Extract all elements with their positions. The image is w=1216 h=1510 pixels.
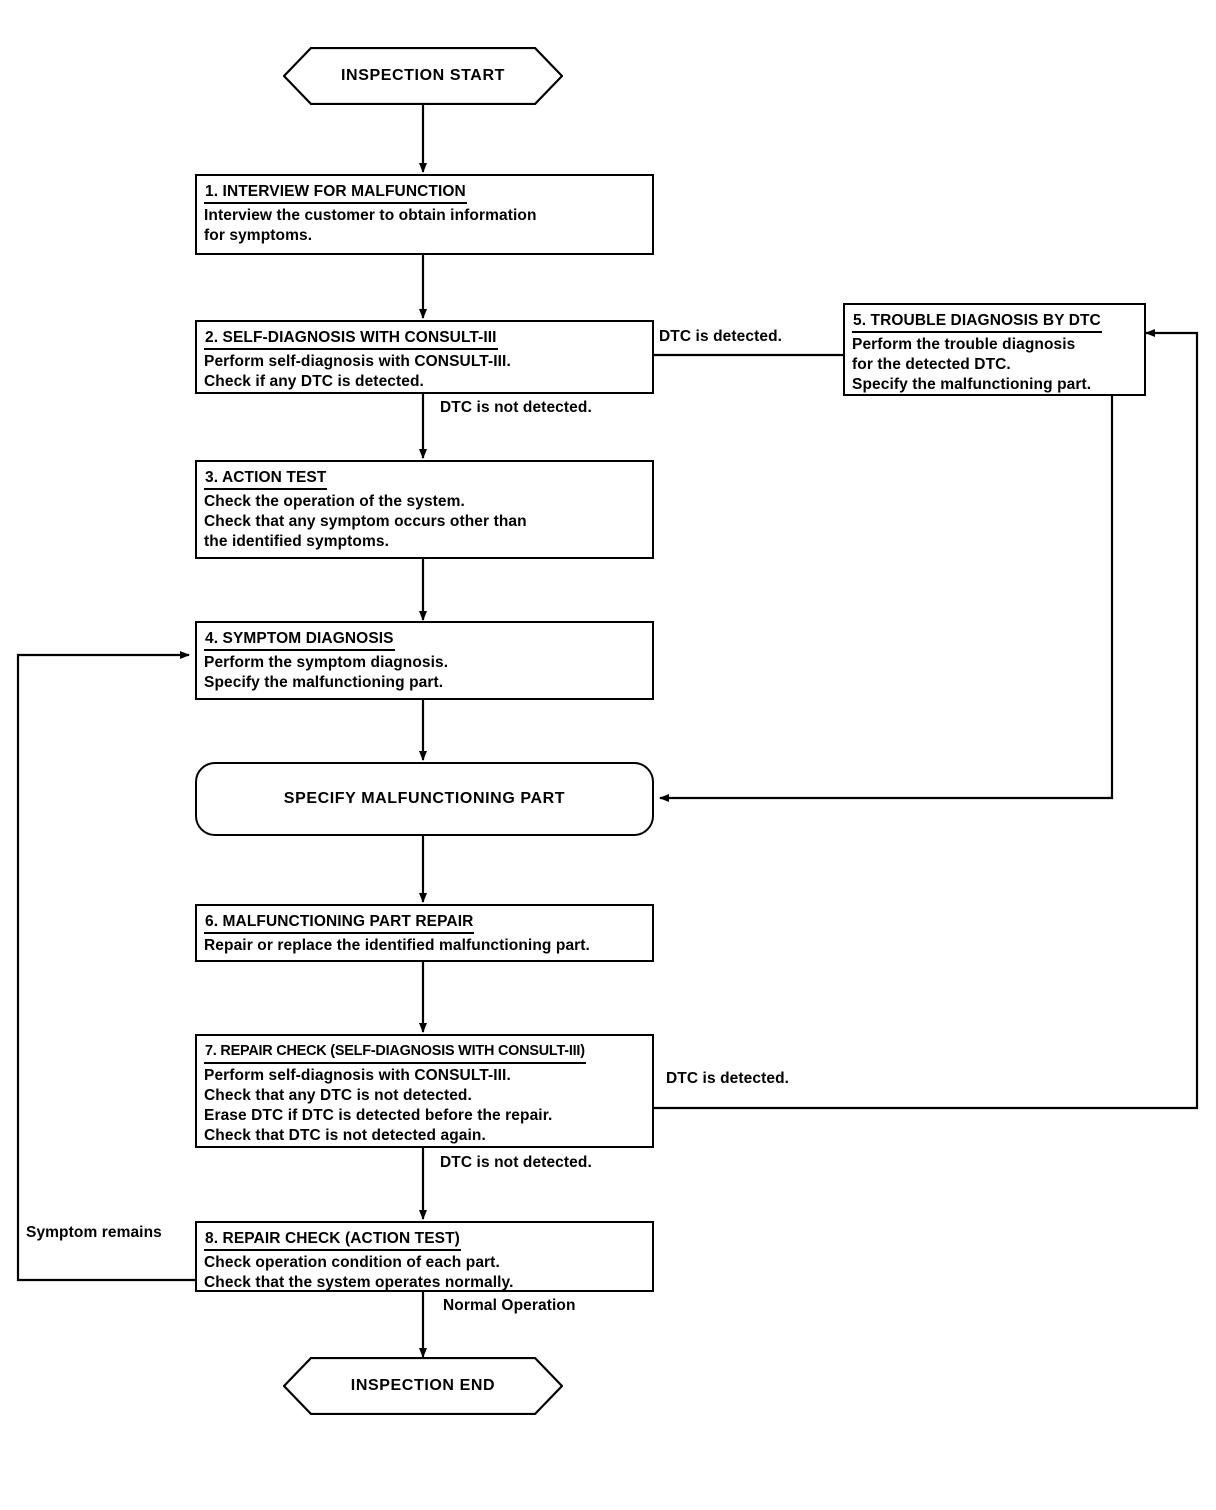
box-2-title: 2. SELF-DIAGNOSIS WITH CONSULT-III <box>204 328 498 350</box>
edge-8-to-4 <box>16 651 195 1282</box>
box-7-line-4: Check that DTC is not detected again. <box>204 1127 486 1144</box>
process-box-specify-malfunctioning-part: SPECIFY MALFUNCTIONING PART <box>195 762 654 836</box>
box-1-line-1: Interview the customer to obtain informa… <box>204 207 537 224</box>
process-box-4-symptom-diagnosis: 4. SYMPTOM DIAGNOSIS Perform the symptom… <box>195 621 654 700</box>
process-box-7-repair-check-self-diagnosis: 7. REPAIR CHECK (SELF-DIAGNOSIS WITH CON… <box>195 1034 654 1148</box>
box-1-line-2: for symptoms. <box>204 227 313 244</box>
box-4-line-1: Perform the symptom diagnosis. <box>204 654 449 671</box>
process-box-6-part-repair: 6. MALFUNCTIONING PART REPAIR Repair or … <box>195 904 654 962</box>
terminator-inspection-end: INSPECTION END <box>282 1356 564 1416</box>
box-5-line-2: for the detected DTC. <box>852 356 1011 373</box>
hexagon-shape <box>282 46 564 106</box>
edge-5-to-specify <box>659 366 1114 802</box>
box-1-title: 1. INTERVIEW FOR MALFUNCTION <box>204 182 467 204</box>
terminator-inspection-start: INSPECTION START <box>282 46 564 106</box>
box-4-title: 4. SYMPTOM DIAGNOSIS <box>204 629 395 651</box>
edge-label-symptom-remains: Symptom remains <box>26 1224 162 1241</box>
box-8-line-1: Check operation condition of each part. <box>204 1254 500 1271</box>
box-2-line-1: Perform self-diagnosis with CONSULT-III. <box>204 353 511 370</box>
box-6-title: 6. MALFUNCTIONING PART REPAIR <box>204 912 475 934</box>
box-5-line-3: Specify the malfunctioning part. <box>852 376 1092 393</box>
box-3-line-2: Check that any symptom occurs other than <box>204 513 527 530</box>
edge-label-dtc-not-detected-top: DTC is not detected. <box>440 399 592 416</box>
edge-label-dtc-detected-top: DTC is detected. <box>659 328 783 345</box>
box-8-line-2: Check that the system operates normally. <box>204 1274 514 1291</box>
box-3-title: 3. ACTION TEST <box>204 468 328 490</box>
box-3-line-3: the identified symptoms. <box>204 533 389 550</box>
edge-7-to-5 <box>654 329 1199 1110</box>
box-8-title: 8. REPAIR CHECK (ACTION TEST) <box>204 1229 461 1251</box>
box-2-line-2: Check if any DTC is detected. <box>204 373 424 390</box>
hexagon-shape <box>282 1356 564 1416</box>
process-box-3-action-test: 3. ACTION TEST Check the operation of th… <box>195 460 654 559</box>
box-4-line-2: Specify the malfunctioning part. <box>204 674 444 691</box>
process-box-1-interview: 1. INTERVIEW FOR MALFUNCTION Interview t… <box>195 174 654 255</box>
box-3-line-1: Check the operation of the system. <box>204 493 465 510</box>
box-7-line-2: Check that any DTC is not detected. <box>204 1087 472 1104</box>
terminator-end-label: INSPECTION END <box>350 1377 496 1394</box>
box-5-title: 5. TROUBLE DIAGNOSIS BY DTC <box>852 311 1102 333</box>
edge-label-dtc-detected-bottom: DTC is detected. <box>666 1070 790 1087</box>
process-box-2-self-diagnosis: 2. SELF-DIAGNOSIS WITH CONSULT-III Perfo… <box>195 320 654 394</box>
box-7-line-3: Erase DTC if DTC is detected before the … <box>204 1107 553 1124</box>
process-box-8-repair-check-action-test: 8. REPAIR CHECK (ACTION TEST) Check oper… <box>195 1221 654 1292</box>
box-6-line-1: Repair or replace the identified malfunc… <box>204 937 590 954</box>
terminator-start-label: INSPECTION START <box>341 67 505 84</box>
process-box-5-trouble-diagnosis: 5. TROUBLE DIAGNOSIS BY DTC Perform the … <box>843 303 1146 396</box>
box-5-line-1: Perform the trouble diagnosis <box>852 336 1076 353</box>
edge-label-dtc-not-detected-bottom: DTC is not detected. <box>440 1154 592 1171</box>
box-7-title: 7. REPAIR CHECK (SELF-DIAGNOSIS WITH CON… <box>204 1042 586 1064</box>
specify-box-label: SPECIFY MALFUNCTIONING PART <box>283 790 566 807</box>
edge-label-normal-operation: Normal Operation <box>443 1297 576 1314</box>
box-7-line-1: Perform self-diagnosis with CONSULT-III. <box>204 1067 511 1084</box>
